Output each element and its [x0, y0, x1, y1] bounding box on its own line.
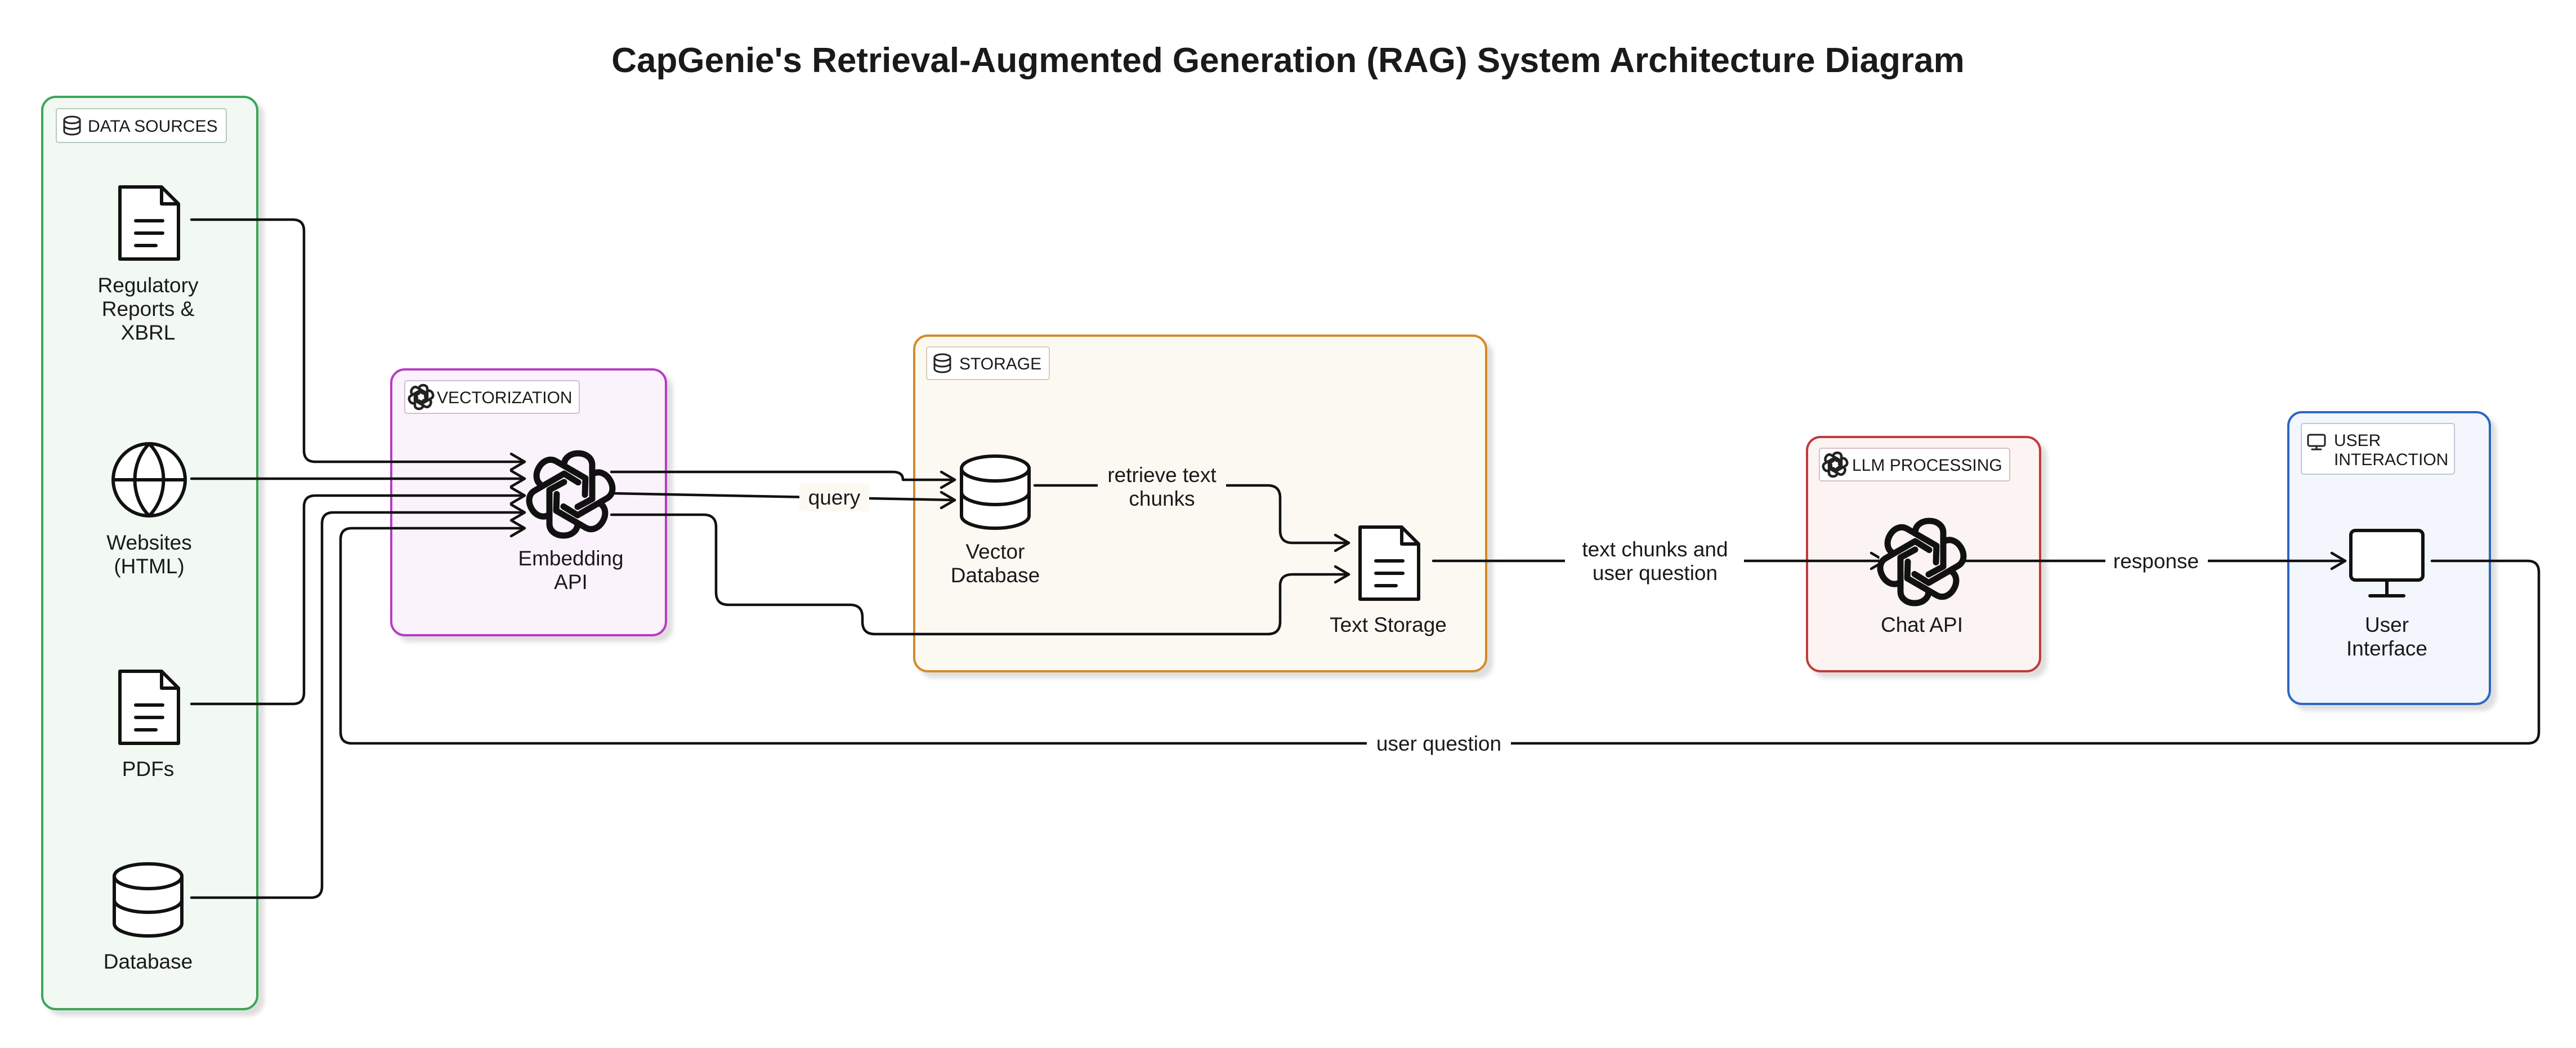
database-icon — [933, 353, 951, 373]
group-data-sources: DATA SOURCES — [41, 96, 258, 1010]
edge-label-chunks-line2: user question — [1593, 561, 1718, 585]
database-icon — [960, 454, 1031, 530]
edge-retrieve-text-chunks — [1033, 484, 1350, 545]
database-icon — [63, 115, 81, 136]
edge-label-retrieve-line2: chunks — [1129, 487, 1195, 510]
edge-embedding-to-vector-db — [610, 470, 956, 481]
group-user-interaction-label-2: INTERACTION — [2334, 451, 2448, 469]
node-database-label: Database — [104, 950, 193, 973]
group-data-sources-label: DATA SOURCES — [88, 117, 218, 136]
edge-embedding-to-text-storage — [610, 513, 1350, 636]
edge-label-retrieve-line1: retrieve text — [1107, 463, 1217, 487]
group-user-interaction-label-1: USER — [2334, 431, 2381, 450]
group-storage-header: STORAGE — [926, 346, 1050, 380]
edge-label-response: response — [2105, 547, 2208, 576]
node-user-interface[interactable]: User Interface — [2346, 529, 2427, 660]
node-regulatory-reports[interactable]: Regulatory Reports & XBRL — [98, 185, 199, 344]
node-vector-db-label-1: Vector — [966, 540, 1025, 563]
node-regulatory-label-3: XBRL — [121, 321, 176, 344]
node-websites-label-1: Websites — [106, 531, 192, 554]
edge-regulatory-to-embedding — [190, 218, 525, 463]
node-pdfs[interactable]: PDFs — [118, 670, 180, 781]
group-vectorization-label: VECTORIZATION — [437, 389, 573, 407]
node-database[interactable]: Database — [104, 862, 193, 973]
diagram-title: CapGenie's Retrieval-Augmented Generatio… — [611, 41, 1965, 80]
edge-pdfs-to-embedding — [190, 494, 525, 706]
node-embedding-api[interactable]: Embedding API — [518, 452, 624, 594]
node-text-storage-label: Text Storage — [1330, 613, 1447, 636]
node-user-interface-label-1: User — [2365, 613, 2409, 636]
monitor-icon — [2349, 529, 2425, 597]
monitor-icon — [2307, 434, 2326, 451]
edge-label-chunks: text chunks and user question — [1565, 535, 1744, 587]
group-user-interaction-header: USER INTERACTION — [2301, 423, 2455, 475]
openai-icon — [525, 452, 617, 537]
edge-label-retrieve: retrieve text chunks — [1098, 462, 1226, 514]
database-icon — [113, 862, 184, 938]
group-vectorization-header: VECTORIZATION — [404, 380, 580, 414]
node-vector-database[interactable]: Vector Database — [951, 454, 1040, 587]
edge-query — [610, 492, 956, 502]
node-regulatory-label-2: Reports & — [102, 297, 195, 320]
node-chat-api[interactable]: Chat API — [1876, 519, 1968, 636]
node-embedding-label-1: Embedding — [518, 547, 623, 570]
group-llm-processing-label: LLM PROCESSING — [1852, 456, 2002, 475]
edge-label-query-text: query — [808, 486, 861, 509]
group-data-sources-header: DATA SOURCES — [56, 108, 227, 143]
node-text-storage[interactable]: Text Storage — [1330, 525, 1447, 636]
document-icon — [118, 670, 180, 745]
node-embedding-label-2: API — [554, 570, 588, 594]
edge-label-user-question: user question — [1367, 730, 1511, 758]
node-vector-db-label-2: Database — [951, 564, 1040, 587]
group-llm-processing-header: LLM PROCESSING — [1819, 448, 2010, 481]
openai-icon — [1876, 519, 1968, 605]
node-user-interface-label-2: Interface — [2346, 637, 2427, 660]
node-regulatory-label-1: Regulatory — [98, 274, 199, 297]
edge-label-response-text: response — [2113, 550, 2199, 573]
node-chat-api-label: Chat API — [1881, 613, 1963, 636]
group-storage-label: STORAGE — [959, 355, 1041, 373]
node-pdfs-label: PDFs — [122, 757, 175, 781]
edge-label-chunks-line1: text chunks and — [1582, 538, 1728, 561]
globe-icon — [111, 442, 187, 518]
node-websites-label-2: (HTML) — [114, 555, 184, 578]
document-icon — [1358, 525, 1420, 601]
edge-label-user-question-text: user question — [1376, 732, 1501, 755]
node-websites[interactable]: Websites (HTML) — [106, 442, 192, 578]
document-icon — [118, 185, 180, 261]
edge-database-to-embedding — [190, 511, 525, 899]
edge-label-query: query — [799, 483, 869, 511]
